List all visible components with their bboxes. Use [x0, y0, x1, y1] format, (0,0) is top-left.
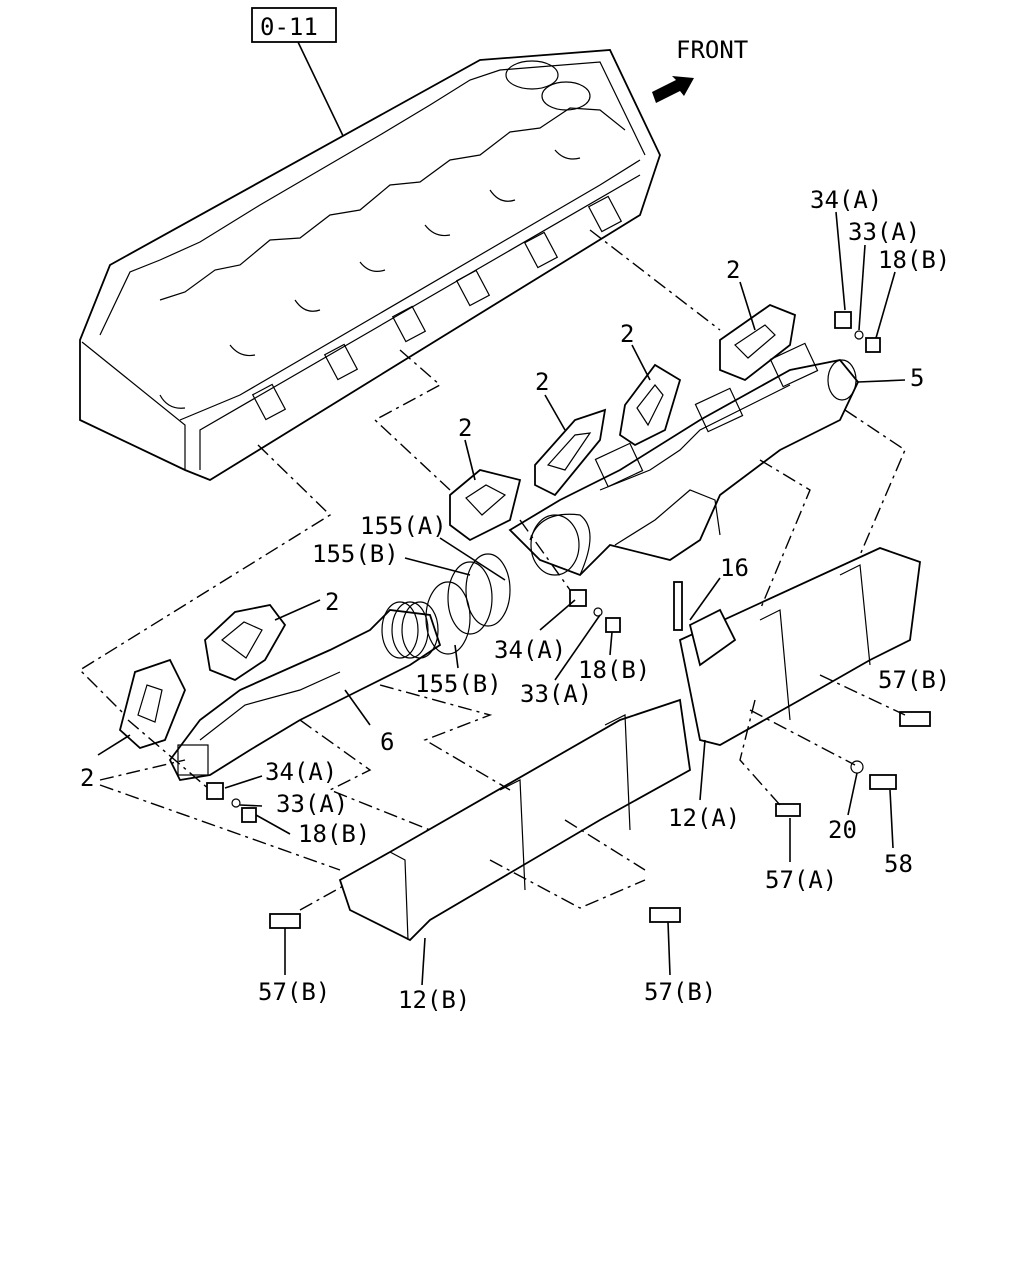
assembly-line [589, 229, 721, 331]
label-5: 5 [910, 364, 924, 392]
label-57b-right: 57(B) [878, 666, 950, 694]
label-33a-mid: 33(A) [520, 680, 592, 708]
assembly-line [379, 684, 511, 791]
leader-0-11 [297, 41, 346, 141]
bolt-57b-bottom [649, 907, 681, 923]
front-arrow-icon [652, 76, 694, 103]
label-18b-top: 18(B) [878, 246, 950, 274]
bolt-57b-left [269, 913, 301, 929]
label-155a: 155(A) [360, 512, 447, 540]
assembly-line [844, 409, 906, 556]
assembly-line [819, 674, 906, 716]
label-58: 58 [884, 850, 913, 878]
rear-manifold-5 [508, 342, 860, 577]
front-label: FRONT [676, 36, 748, 64]
seal-ring-155b-upper [447, 561, 493, 635]
nut-18b-top [865, 337, 881, 353]
label-18b-mid: 18(B) [578, 656, 650, 684]
label-33a-top: 33(A) [848, 218, 920, 246]
assembly-line [299, 884, 346, 911]
label-155b-upper: 155(B) [312, 540, 399, 568]
reference-box-label: 0-11 [260, 13, 318, 41]
assembly-line [759, 459, 811, 611]
label-57b-bottom: 57(B) [644, 978, 716, 1006]
label-34a-low: 34(A) [265, 758, 337, 786]
bolt-57a [775, 803, 801, 817]
heat-shield-12a [678, 547, 921, 746]
label-2-b: 2 [620, 320, 634, 348]
leader-lines [97, 211, 906, 986]
label-2-f: 2 [80, 764, 94, 792]
label-57a: 57(A) [765, 866, 837, 894]
label-12b: 12(B) [398, 986, 470, 1014]
seal-ring-155a [465, 553, 511, 627]
bolt-57b-right [899, 711, 931, 727]
assembly-line [99, 784, 341, 871]
assembly-line [299, 719, 431, 831]
washer-20 [850, 760, 864, 774]
label-57b-left: 57(B) [258, 978, 330, 1006]
washer-33a-mid [593, 607, 603, 617]
bracket [688, 608, 737, 667]
nut-18b-mid [605, 617, 621, 633]
gasket-2-a [719, 303, 797, 382]
nut-18b-low [241, 807, 257, 823]
assembly-line [127, 719, 211, 791]
gasket-2-e [204, 604, 287, 682]
gasket-2-b [619, 363, 682, 447]
seal-ring-155b-lower [425, 581, 471, 655]
assembly-line [749, 709, 856, 766]
washer-33a-low [231, 798, 241, 808]
assembly-line [99, 759, 186, 781]
label-2-c: 2 [535, 368, 549, 396]
label-33a-low: 33(A) [276, 790, 348, 818]
bolt-58 [869, 774, 897, 790]
label-12a: 12(A) [668, 804, 740, 832]
assembly-line [739, 699, 781, 806]
front-manifold-6 [168, 601, 442, 781]
gasket-2-c [534, 408, 607, 497]
label-20: 20 [828, 816, 857, 844]
label-6: 6 [380, 728, 394, 756]
washer-33a-top [854, 330, 864, 340]
label-2-e: 2 [325, 588, 339, 616]
assembly-line [564, 819, 646, 871]
assembly-line [489, 859, 646, 909]
stud-16 [673, 581, 683, 631]
nut-34a-mid [569, 589, 587, 607]
label-2-a: 2 [726, 256, 740, 284]
heat-shield-12b [338, 698, 691, 942]
reference-box[interactable]: 0-11 [251, 7, 337, 43]
label-18b-low: 18(B) [298, 820, 370, 848]
assembly-line [373, 349, 451, 491]
label-34a-top: 34(A) [810, 186, 882, 214]
label-16: 16 [720, 554, 749, 582]
gasket-2-f [118, 658, 186, 750]
assembly-line [78, 444, 332, 716]
label-155b-lower: 155(B) [415, 670, 502, 698]
label-2-d: 2 [458, 414, 472, 442]
nut-34a-top [834, 311, 852, 329]
cylinder-head [79, 49, 661, 482]
label-34a-mid: 34(A) [494, 636, 566, 664]
gasket-2-d [449, 469, 522, 542]
nut-34a-low [206, 782, 224, 800]
